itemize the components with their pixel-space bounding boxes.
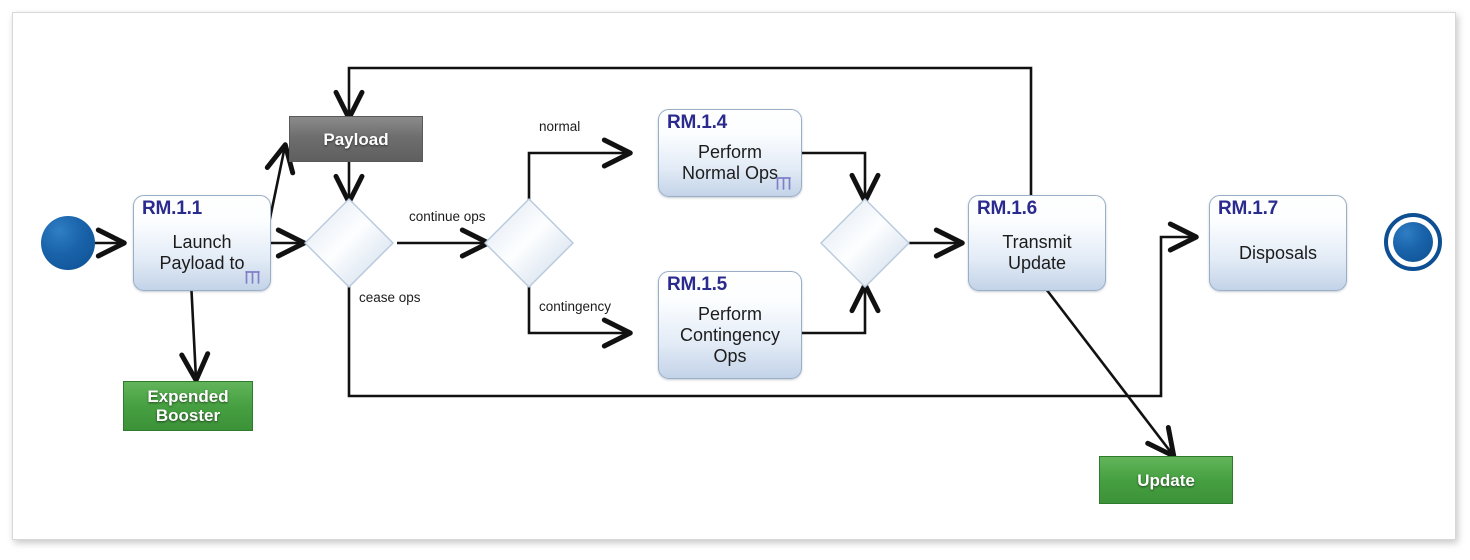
activity-rm11-id: RM.1.1 <box>142 198 203 219</box>
activity-rm15-id: RM.1.5 <box>667 274 728 295</box>
activity-rm17[interactable]: RM.1.7 Disposals <box>1209 195 1347 291</box>
activity-rm11[interactable]: RM.1.1 Launch Payload to <box>133 195 271 291</box>
decision-node-2[interactable] <box>483 197 575 289</box>
object-node-update[interactable]: Update <box>1099 456 1233 504</box>
diagram-canvas: RM.1.1 Launch Payload to RM.1.4 Perform … <box>12 12 1456 540</box>
edge-rm15-to-merge <box>802 282 881 335</box>
activity-rm14-id: RM.1.4 <box>667 112 728 133</box>
edge-label-cease-ops: cease ops <box>359 290 421 305</box>
activity-rm17-id: RM.1.7 <box>1218 198 1279 219</box>
decision-node-1[interactable] <box>303 197 395 289</box>
edge-label-normal: normal <box>539 119 581 134</box>
activity-rm15[interactable]: RM.1.5 Perform Contingency Ops <box>658 271 802 379</box>
rake-icon <box>245 271 260 284</box>
merge-node[interactable] <box>819 197 911 289</box>
edge-rm11-to-expended-booster <box>179 280 211 383</box>
edge-label-contingency: contingency <box>539 299 612 314</box>
edge-rm16-to-update <box>1041 284 1177 459</box>
rake-icon <box>776 177 791 190</box>
object-node-update-label: Update <box>1137 470 1195 490</box>
object-node-payload-label: Payload <box>323 129 389 149</box>
edge-label-continue-ops: continue ops <box>409 209 486 224</box>
edge-cease-ops <box>347 221 1199 398</box>
activity-rm16-id: RM.1.6 <box>977 198 1038 219</box>
edge-rm14-to-merge <box>802 151 881 204</box>
object-node-payload[interactable]: Payload <box>289 116 423 162</box>
final-node[interactable] <box>1384 213 1442 271</box>
object-node-expended-booster-label: Expended Booster <box>147 387 229 425</box>
activity-rm15-label: Perform Contingency Ops <box>679 303 781 366</box>
activity-rm14-label: Perform Normal Ops <box>681 142 779 183</box>
activity-rm16-label: Transmit Update <box>1002 232 1072 273</box>
activity-rm17-label: Disposals <box>1238 242 1318 263</box>
activity-rm14[interactable]: RM.1.4 Perform Normal Ops <box>658 109 802 197</box>
final-node-inner <box>1393 222 1433 262</box>
edge-layer <box>95 66 1199 459</box>
initial-node[interactable] <box>41 216 95 270</box>
object-node-expended-booster[interactable]: Expended Booster <box>123 381 253 431</box>
edge-rm16-loop-to-payload <box>333 66 1033 198</box>
activity-rm16[interactable]: RM.1.6 Transmit Update <box>968 195 1106 291</box>
activity-rm11-label: Launch Payload to <box>159 232 245 273</box>
